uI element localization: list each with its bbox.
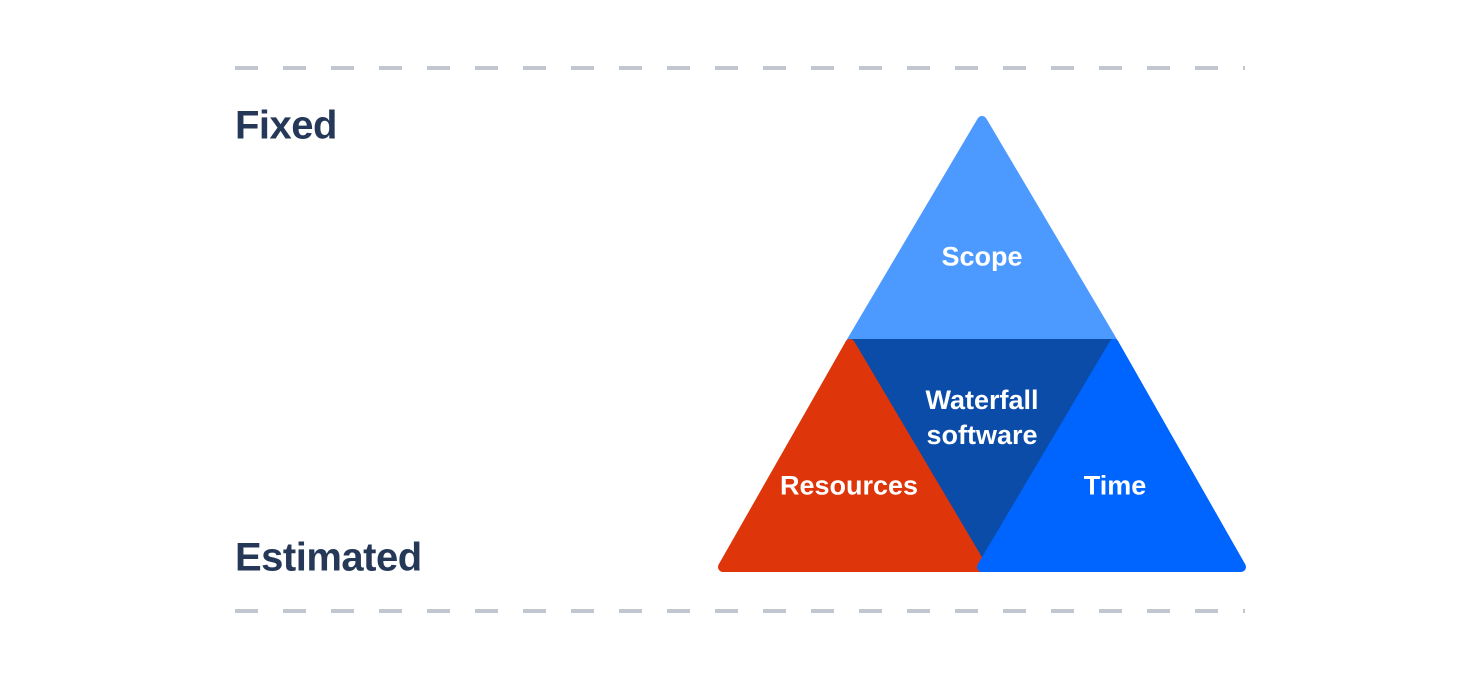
center-label-line-1: Waterfall — [925, 385, 1039, 415]
scope-segment-shape — [845, 116, 1119, 349]
top-dashed-line — [235, 66, 1245, 70]
waterfall-triangle-graphic — [718, 116, 1246, 572]
estimated-label: Estimated — [235, 535, 422, 580]
fixed-label: Fixed — [235, 103, 337, 148]
center-label: Waterfall software — [925, 383, 1038, 453]
center-label-line-2: software — [926, 420, 1038, 450]
resources-segment-shape — [718, 339, 987, 572]
scope-label: Scope — [941, 241, 1023, 272]
bottom-dashed-line — [235, 609, 1245, 613]
resources-label: Resources — [779, 470, 919, 501]
time-segment-shape — [977, 339, 1246, 572]
time-label: Time — [1083, 470, 1147, 501]
